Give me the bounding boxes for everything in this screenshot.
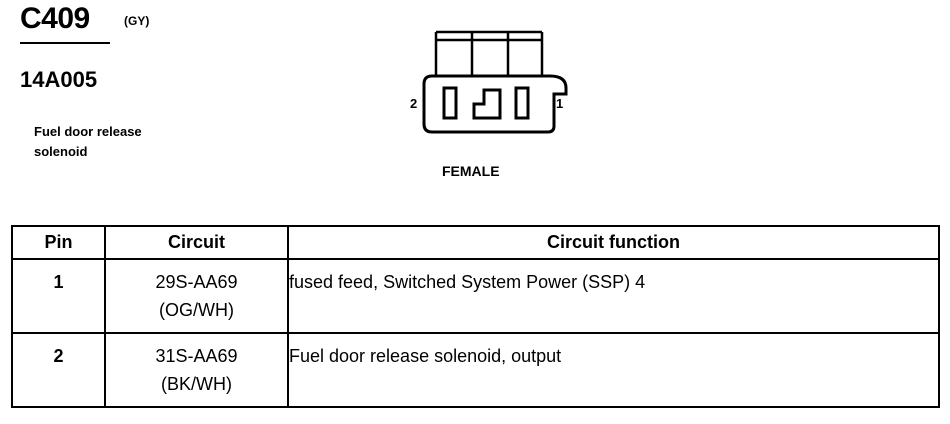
column-header-function: Circuit function (287, 225, 940, 260)
column-header-pin: Pin (11, 225, 106, 260)
table-row: 1 29S-AA69 (OG/WH) fused feed, Switched … (11, 258, 940, 334)
component-description: Fuel door release solenoid (34, 124, 142, 159)
terminal-cavity-center (472, 88, 502, 120)
connector-id: C409 (20, 2, 90, 35)
table-row: 2 31S-AA69 (BK/WH) Fuel door release sol… (11, 332, 940, 408)
connector-locking-tab (434, 30, 544, 76)
connector-gender-label: FEMALE (442, 163, 500, 179)
pin-number-label-right: 1 (556, 96, 563, 111)
title-rule (20, 42, 110, 44)
circuit-cell: 31S-AA69 (BK/WH) (104, 332, 289, 408)
pin-table: Pin Circuit Circuit function 1 29S-AA69 … (11, 225, 940, 408)
column-header-circuit: Circuit (104, 225, 289, 260)
connector-face-diagram: 2 1 (410, 30, 568, 134)
circuit-cell: 29S-AA69 (OG/WH) (104, 258, 289, 334)
pin-number-cell: 2 (11, 332, 106, 408)
pin-number-label-left: 2 (410, 96, 417, 111)
connector-housing-outline (422, 74, 568, 134)
connector-color: (GY) (124, 14, 150, 28)
wire-color: (OG/WH) (159, 300, 234, 320)
terminal-cavity-right (514, 86, 530, 120)
wire-color: (BK/WH) (161, 374, 232, 394)
circuit-code: 31S-AA69 (155, 346, 238, 366)
terminal-cavity-left (442, 86, 458, 120)
circuit-function-cell: Fuel door release solenoid, output (287, 332, 940, 408)
part-number: 14A005 (20, 67, 98, 92)
circuit-code: 29S-AA69 (155, 272, 238, 292)
pin-number-cell: 1 (11, 258, 106, 334)
circuit-function-cell: fused feed, Switched System Power (SSP) … (287, 258, 940, 334)
table-header-row: Pin Circuit Circuit function (11, 225, 940, 260)
